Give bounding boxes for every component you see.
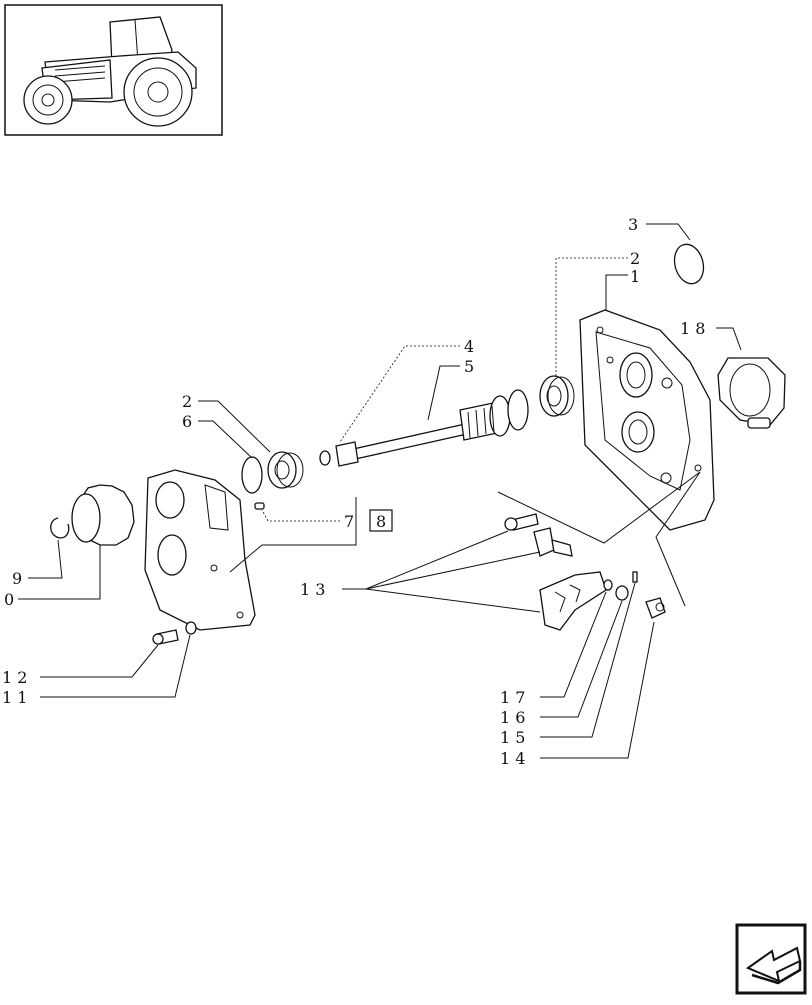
callout-6: 6 (182, 412, 192, 431)
gear-10 (71, 484, 135, 546)
clamp-14 (645, 597, 666, 619)
callout-8-box (369, 509, 393, 532)
pin-7 (254, 502, 265, 510)
callout-2-left: 2 (182, 392, 192, 411)
gear-housing-1 (579, 309, 715, 531)
callout-7: 7 (344, 512, 354, 531)
bolt-12 (152, 629, 179, 645)
shaft-5 (339, 389, 529, 463)
leader-lines (18, 223, 742, 759)
washer-16 (615, 585, 629, 601)
callout-5: 5 (464, 357, 474, 376)
callout-17: 1 7 (500, 688, 525, 707)
washer-11 (185, 621, 197, 635)
callout-15: 1 5 (500, 728, 525, 747)
callout-1: 1 (630, 267, 640, 286)
lever-assembly-13 (504, 513, 607, 631)
circlip-3 (673, 243, 705, 285)
previous-page-button[interactable] (735, 923, 807, 995)
callout-11: 1 1 (2, 688, 27, 707)
callout-4: 4 (464, 337, 474, 356)
callout-18: 1 8 (680, 319, 705, 338)
callout-3: 3 (628, 215, 638, 234)
callout-16: 1 6 (500, 708, 525, 727)
circlip-6 (241, 456, 263, 494)
callout-13: 1 3 (300, 580, 325, 599)
sleeve-4 (319, 441, 359, 467)
front-housing (144, 469, 256, 631)
callout-2-right: 2 (630, 249, 640, 268)
callout-9: 9 (12, 569, 22, 588)
bearing-2-left (267, 451, 304, 489)
callout-14: 1 4 (500, 749, 525, 768)
callout-10: 0 (4, 590, 14, 609)
callout-12: 1 2 (2, 668, 27, 687)
callout-labels: 3 2 1 1 8 4 5 2 6 7 8 9 0 1 3 1 2 1 1 1 … (2, 215, 705, 768)
pin-15 (632, 571, 638, 583)
cover-plate-18 (717, 357, 786, 429)
washer-17 (603, 579, 613, 591)
bearing-2-right (539, 375, 575, 417)
circlip-9 (50, 517, 70, 539)
callout-8: 8 (376, 512, 386, 531)
arrow-left-icon (745, 946, 802, 985)
tractor-thumbnail (4, 4, 223, 136)
